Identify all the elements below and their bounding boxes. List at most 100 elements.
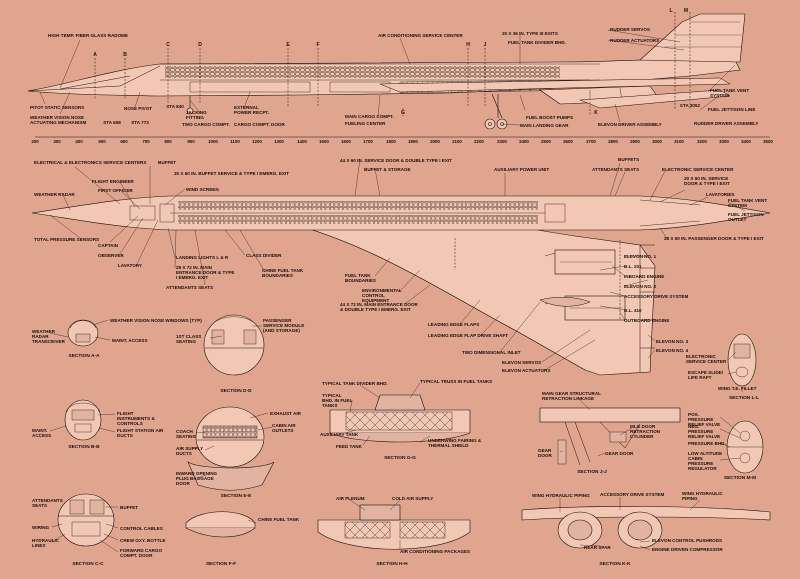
label-le-flaps: LEADING EDGE FLAPS (428, 322, 480, 327)
label-accessory-drive: ACCESSORY DRIVE SYSTEM (624, 294, 689, 299)
plan-seat-rows-upper (178, 201, 538, 210)
label-j-linkage: MAIN GEAR STRUCTURAL RETRACTION LINKAGE (542, 391, 601, 401)
label-vent-plan: FUEL TANK VENT SYSTEM (728, 198, 768, 208)
label-k-compressor: ENGINE DRIVEN COMPRESSOR (652, 547, 723, 552)
label-b-maint: MAINT. ACCESS (32, 428, 52, 438)
label-e-outlets: CABIN AIR OUTLETS (272, 423, 296, 433)
label-tank-divider: FUEL TANK DIVIDER BHD. (508, 40, 567, 45)
label-elevon-2: ELEVON NO. 2 (624, 284, 657, 289)
scale-tick: 200 (31, 139, 39, 144)
section-title-m: SECTION M-M (723, 476, 757, 481)
label-a-windows: WEATHER VISION NOSE WINDOWS (TYP) (110, 318, 202, 323)
scale-tick: 300 (53, 139, 61, 144)
scale-tick: 2900 (630, 139, 640, 144)
label-attendants-fwd: ATTENDANTS SEATS (166, 285, 214, 290)
label-elevon-actuators: ELEVON ACTUATORS (502, 368, 551, 373)
cut-letter-h: H (466, 42, 470, 48)
label-j-gear-door-left: GEAR DOOR (538, 448, 552, 458)
side-main-landing-gear (484, 93, 508, 130)
section-title-g: SECTION G-G (384, 456, 416, 461)
section-c-drawing (51, 493, 119, 553)
label-le-drive: LEADING EDGE FLAP DRIVE SHAFT (428, 333, 509, 338)
side-view (27, 12, 770, 138)
label-g-divider: TYPICAL TANK DIVIDER BHD. (322, 381, 388, 386)
cut-letter-k: K (594, 110, 598, 116)
section-k-drawing (521, 497, 771, 551)
section-title-b: SECTION B-B (68, 445, 100, 450)
scale-tick: 3400 (741, 139, 751, 144)
label-chine-tank: CHINE FUEL TANK BOUNDARIES (262, 268, 304, 278)
label-service-door-44: 44 x 60 IN. SERVICE DOOR & DOUBLE TYPE I… (340, 158, 452, 163)
label-h-cold-air: COLD AIR SUPPLY (392, 496, 434, 501)
label-bl-410: B.L. 410 (624, 308, 642, 313)
label-e-exhaust: EXHAUST AIR (270, 411, 301, 416)
label-fuel-boundaries: FUEL TANK BOUNDARIES (345, 273, 376, 283)
section-b-drawing (49, 399, 116, 441)
label-two-cargo: TWO CARGO COMPT. (182, 122, 230, 127)
label-landing-lights: LANDING LIGHTS L & R (176, 255, 229, 260)
label-main-entrance-44: 44 x 72 IN. MAIN ENTRANCE DOOR & DOUBLE … (340, 302, 418, 312)
plan-seat-rows-lower (178, 215, 538, 224)
cut-letter-c: C (166, 42, 170, 48)
label-weather-radar: WEATHER RADAR (34, 192, 75, 197)
label-service-door-20: 20 x 60 IN. SERVICE DOOR & TYPE I EXIT (684, 176, 730, 186)
section-e-drawing (187, 406, 275, 491)
label-bl-231: B.L. 231 (624, 264, 642, 269)
section-j-drawing (539, 397, 681, 466)
label-h-ac-packages: AIR CONDITIONING PACKAGES (400, 549, 471, 554)
label-type3-exits: 20 x 36 IN. TYPE III EXITS (502, 31, 558, 36)
plan-view (31, 158, 771, 376)
section-a-drawing (49, 319, 111, 347)
label-buffet-door: 30 x 60 IN. BUFFET SERVICE & TYPE I EMER… (174, 171, 290, 176)
scale-tick: 2100 (452, 139, 462, 144)
side-wing (379, 77, 731, 93)
cut-letter-a: A (93, 52, 97, 58)
scale-tick: 2000 (430, 139, 440, 144)
section-title-f: SECTION F-F (205, 562, 237, 567)
label-b-instruments: FLIGHT INSTRUMENTS & CONTROLS (117, 411, 155, 426)
scale-tick: 1400 (297, 139, 307, 144)
label-k-piping-right: WING HYDRAULIC PIPING (682, 491, 723, 501)
label-buffet-storage: BUFFET & STORAGE (364, 167, 411, 172)
label-nose-pivot: NOSE PIVOT (124, 106, 153, 111)
label-g-feed-tank: FEED TANK (336, 444, 362, 449)
label-jacking: JACKING FITTING (186, 110, 207, 120)
section-title-h: SECTION H-H (376, 562, 408, 567)
station-label: STA 3052 (679, 103, 701, 108)
cut-letter-m: M (683, 8, 689, 14)
label-pitot: PITOT STATIC SENSORS (30, 105, 85, 110)
label-fueling: FUELING CENTER (345, 121, 386, 126)
section-d-drawing (203, 314, 265, 376)
station-label: STA 840 (166, 104, 184, 109)
scale-tick: 3100 (674, 139, 684, 144)
scale-tick: 1800 (386, 139, 396, 144)
label-h-plenum: AIR PLENUM (336, 496, 365, 501)
scale-tick: 2400 (519, 139, 529, 144)
label-env-control: ENVIRONMENTAL CONTROL EQUIPMENT (362, 288, 402, 303)
label-l-electronic: ELECTRONIC SERVICE CENTER (686, 354, 727, 364)
scale-tick: 2600 (563, 139, 573, 144)
section-title-k: SECTION K-K (599, 562, 631, 567)
label-j-cylinder: MLG DOOR RETRACTION CYLINDER (630, 424, 661, 439)
side-tail-fin (639, 13, 746, 63)
scale-tick: 400 (75, 139, 83, 144)
label-passenger-door: 28 x 60 IN. PASSENGER DOOR & TYPE I EXIT (664, 236, 764, 241)
label-lavatory: LAVATORY (118, 263, 142, 268)
section-title-a: SECTION A-A (68, 354, 100, 359)
label-lavatories: LAVATORIES (706, 192, 735, 197)
label-cargo-door: CARGO COMPT. DOOR (234, 122, 285, 127)
label-captain: CAPTAIN (98, 243, 119, 248)
section-title-l: SECTION L-L (728, 396, 760, 401)
label-m-pos-valve: POS. PRESSURE RELIEF VALVE (688, 412, 721, 427)
label-a-radar: WEATHER RADAR TRANSCEIVER (32, 329, 65, 344)
label-c-attendants: ATTENDANTS SEATS (32, 498, 63, 508)
label-ext-power: EXTERNAL POWER RECPT. (234, 105, 269, 115)
label-f-chine: CHINE FUEL TANK (258, 517, 300, 522)
label-e-coach: COACH SEATING (176, 429, 197, 439)
scale-tick: 2700 (586, 139, 596, 144)
scale-tick: 3300 (719, 139, 729, 144)
label-total-pressure: TOTAL PRESSURE SENSORS (34, 237, 100, 242)
label-l-fillet: WING T.E. FILLET (718, 386, 757, 391)
label-a-maint: MAINT. ACCESS (112, 338, 148, 343)
label-radome: HIGH TEMP. FIBER GLASS RADOME (48, 33, 129, 38)
